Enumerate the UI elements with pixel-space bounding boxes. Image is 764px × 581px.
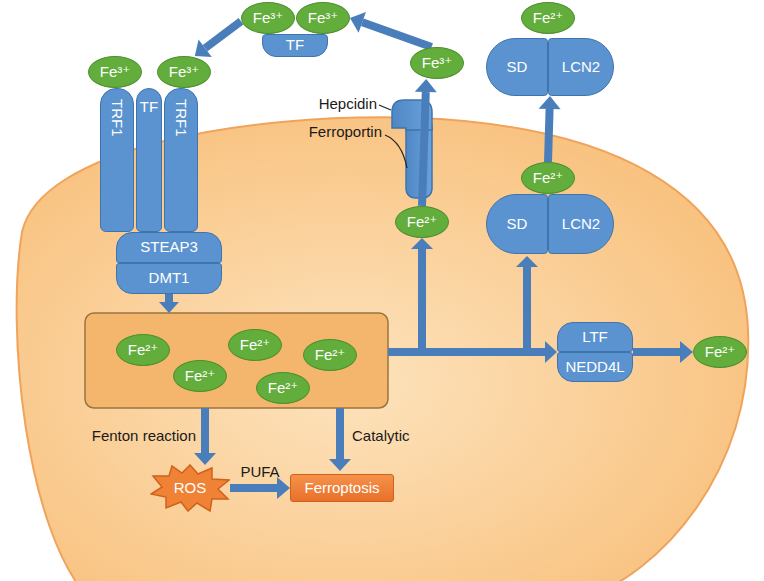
arrow-head <box>159 302 179 313</box>
iron-ion: Fe³⁺ <box>157 56 211 88</box>
edge-label: PUFA <box>240 464 279 481</box>
node-text: Fe²⁺ <box>533 170 563 187</box>
arrow-head <box>680 341 693 363</box>
leader-line <box>385 135 407 168</box>
iron-ion: Fe³⁺ <box>296 2 350 34</box>
node-text: Fe³⁺ <box>169 64 199 81</box>
arrow-shaft <box>523 266 531 352</box>
process-label: Catalytic <box>352 428 410 445</box>
iron-ion: Fe³⁺ <box>410 47 464 79</box>
node-text: Fe²⁺ <box>315 347 345 364</box>
arrow-head <box>277 477 290 499</box>
node-text: Fe²⁺ <box>185 368 215 385</box>
arrow-head <box>350 12 366 33</box>
node-text: TRF1 <box>173 99 190 137</box>
node-text: Fe³⁺ <box>100 64 130 81</box>
arrow-shaft <box>362 22 431 47</box>
siderophore: SD <box>486 38 548 96</box>
iron-ion: Fe³⁺ <box>88 56 142 88</box>
part-label: Hepcidin <box>319 96 377 113</box>
iron-ion: Fe²⁺ <box>116 334 170 366</box>
node-text: Fe³⁺ <box>253 10 283 27</box>
iron-ion: Fe²⁺ <box>521 162 575 194</box>
iron-ion: Fe²⁺ <box>303 339 357 371</box>
arrow-shaft <box>548 109 550 162</box>
node-text: TF <box>286 37 304 54</box>
node-text: TRF1 <box>109 99 126 137</box>
node-text: STEAP3 <box>140 239 198 256</box>
flow-arrow <box>633 341 693 363</box>
arrow-shaft <box>418 248 426 352</box>
node-text: TF <box>140 99 158 116</box>
node-text: Ferroptosis <box>304 480 379 497</box>
arrow-head <box>539 96 561 109</box>
iron-ion: Fe²⁺ <box>395 206 449 238</box>
node-text: LTF <box>582 329 608 346</box>
iron-pool <box>85 313 388 408</box>
star-shape <box>151 465 229 511</box>
arrow-head <box>195 39 212 57</box>
flow-arrow <box>230 477 290 499</box>
part-label: Ferroportin <box>309 124 382 141</box>
ubiquitin-ligase: NEDD4L <box>557 352 633 382</box>
node-text: Fe²⁺ <box>128 342 158 359</box>
transferrin: TF <box>262 34 328 57</box>
iron-ion: Fe²⁺ <box>521 2 575 34</box>
arrow-shaft <box>201 408 209 454</box>
node-text: DMT1 <box>149 270 190 287</box>
node-text: Fe²⁺ <box>533 10 563 27</box>
arrow-shaft <box>336 408 344 460</box>
flow-arrow <box>350 12 432 47</box>
siderophore: SD <box>486 194 548 254</box>
node-text: Fe³⁺ <box>422 55 452 72</box>
flow-arrow <box>415 79 437 206</box>
node-text: Fe²⁺ <box>407 214 437 231</box>
arrow-head <box>545 341 557 363</box>
arrow-shaft <box>633 348 680 356</box>
arrow-shaft <box>422 92 426 206</box>
flow-arrow <box>539 96 561 162</box>
node-text: Fe³⁺ <box>308 10 338 27</box>
arrow-shaft <box>388 348 546 356</box>
node-text: Fe²⁺ <box>240 337 270 354</box>
node-text: SD <box>507 216 528 233</box>
flow-arrow <box>195 21 241 57</box>
arrow-shaft <box>165 294 173 303</box>
iron-ion: Fe³⁺ <box>241 2 295 34</box>
receptor-arm: TRF1 <box>100 88 134 232</box>
lactoferrin: LTF <box>557 322 633 352</box>
node-text: LCN2 <box>562 59 600 76</box>
transporter-box: DMT1 <box>116 263 222 294</box>
iron-ion: Fe²⁺ <box>256 372 310 404</box>
node-text: SD <box>507 59 528 76</box>
iron-ion: Fe²⁺ <box>228 329 282 361</box>
process-label: Fenton reaction <box>92 428 196 445</box>
node-text: NEDD4L <box>565 359 624 376</box>
receptor-arm: TRF1 <box>164 88 198 232</box>
iron-ion: Fe²⁺ <box>173 360 227 392</box>
node-text: ROS <box>174 480 207 497</box>
arrow-head <box>415 79 437 92</box>
node-text: LCN2 <box>562 216 600 233</box>
reductase-box: STEAP3 <box>116 232 222 263</box>
arrow-head <box>516 256 538 267</box>
ros-star: ROS <box>150 464 230 512</box>
arrow-head <box>329 459 351 471</box>
iron-ion: Fe²⁺ <box>693 336 747 368</box>
lipocalin: LCN2 <box>548 38 614 96</box>
arrow-shaft <box>205 21 241 48</box>
arrow-head <box>411 238 433 249</box>
transferrin-stem: TF <box>136 88 162 232</box>
node-text: Fe²⁺ <box>705 344 735 361</box>
arrow-shaft <box>230 484 277 492</box>
node-text: Fe²⁺ <box>268 380 298 397</box>
outcome-box: Ferroptosis <box>290 474 394 502</box>
arrow-head <box>194 453 216 465</box>
lipocalin: LCN2 <box>548 194 614 254</box>
leader-line <box>379 105 391 110</box>
